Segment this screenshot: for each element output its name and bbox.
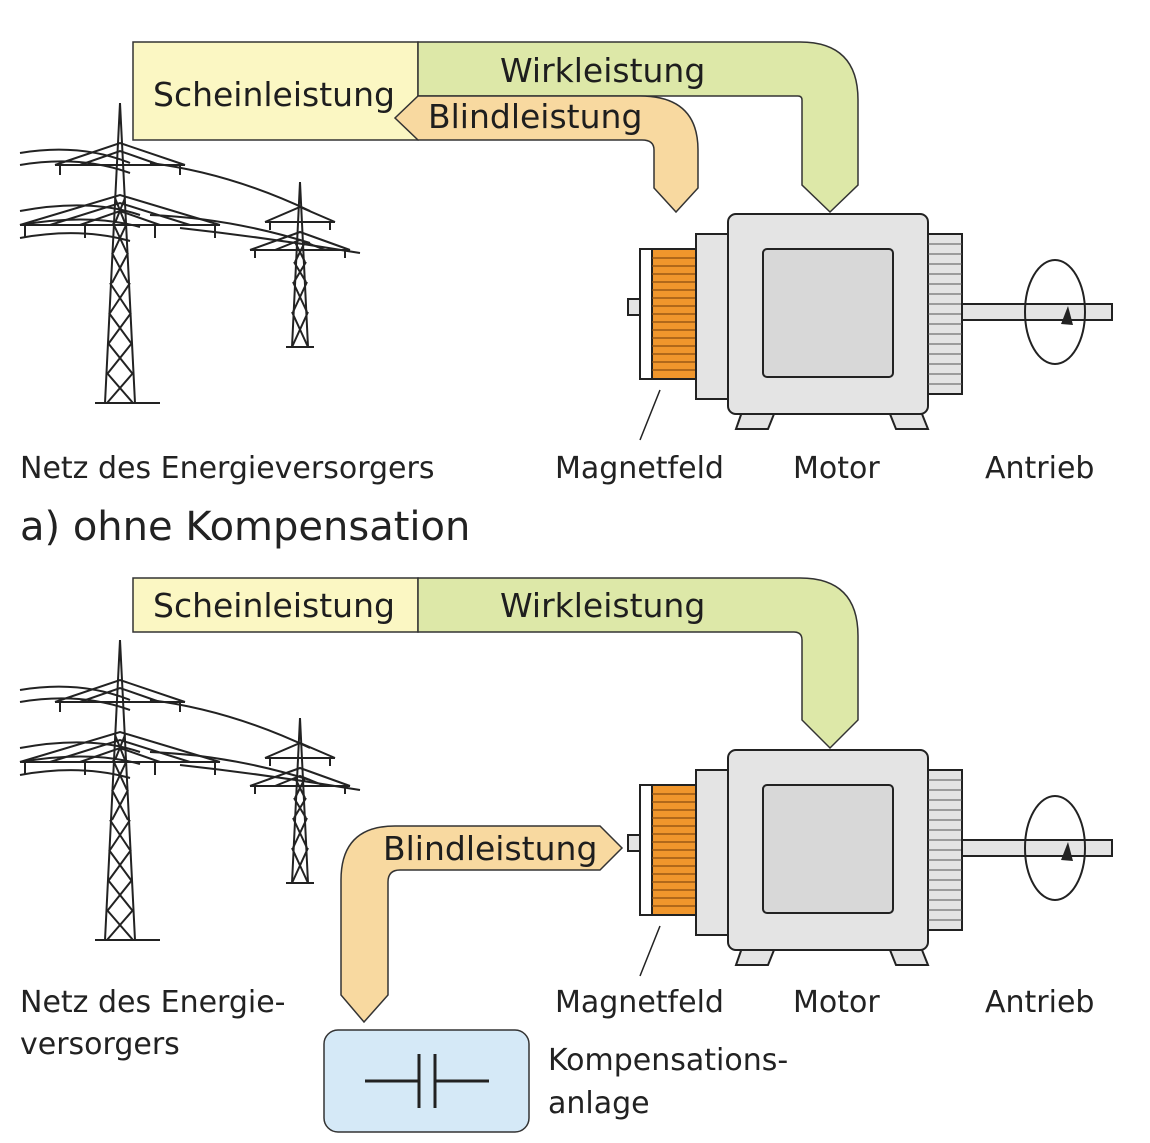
blindleistung-arrow-b bbox=[340, 825, 624, 1024]
magnetfeld-pointer-b bbox=[639, 925, 661, 977]
power-tower-small-a bbox=[249, 181, 351, 348]
wirkleistung-arrow-a bbox=[417, 41, 859, 214]
scheinleistung-band-a bbox=[132, 41, 419, 141]
motor-label-b: Motor bbox=[793, 985, 880, 1020]
magnetfeld-label-a: Magnetfeld bbox=[555, 451, 724, 486]
kompensationsanlage-box bbox=[323, 1029, 530, 1133]
antrieb-label-b: Antrieb bbox=[985, 985, 1094, 1020]
section-a: Scheinleistung Wirkleistung Blindleistun… bbox=[19, 41, 1113, 550]
scheinleistung-label-a: Scheinleistung bbox=[153, 75, 395, 114]
netz-label-b-line1: Netz des Energie- bbox=[20, 985, 286, 1020]
power-tower-large-b bbox=[19, 639, 361, 941]
blindleistung-arrow-a bbox=[393, 95, 699, 214]
netz-label-a: Netz des Energieversorgers bbox=[20, 451, 434, 486]
section-a-heading: a) ohne Kompensation bbox=[20, 504, 470, 550]
motor-illustration-a bbox=[627, 213, 1113, 430]
scheinleistung-label-b: Scheinleistung bbox=[153, 586, 395, 625]
section-b: Scheinleistung Wirkleistung Blindleistun… bbox=[19, 577, 1113, 1133]
power-tower-large-a bbox=[19, 102, 361, 404]
magnetfeld-label-b: Magnetfeld bbox=[555, 985, 724, 1020]
wirkleistung-label-b: Wirkleistung bbox=[500, 586, 705, 625]
kompensation-label-line1: Kompensations- bbox=[548, 1043, 788, 1078]
blindleistung-label-b: Blindleistung bbox=[383, 829, 597, 868]
magnetfeld-pointer-a bbox=[639, 389, 661, 441]
capacitor-icon bbox=[365, 1054, 489, 1108]
motor-illustration-b bbox=[627, 749, 1113, 966]
antrieb-label-a: Antrieb bbox=[985, 451, 1094, 486]
blindleistung-label-a: Blindleistung bbox=[428, 97, 642, 136]
kompensation-label-line2: anlage bbox=[548, 1086, 650, 1121]
wirkleistung-label-a: Wirkleistung bbox=[500, 51, 705, 90]
netz-label-b-line2: versorgers bbox=[20, 1027, 180, 1062]
power-tower-small-b bbox=[249, 717, 351, 884]
wirkleistung-arrow-b bbox=[417, 577, 859, 750]
motor-label-a: Motor bbox=[793, 451, 880, 486]
